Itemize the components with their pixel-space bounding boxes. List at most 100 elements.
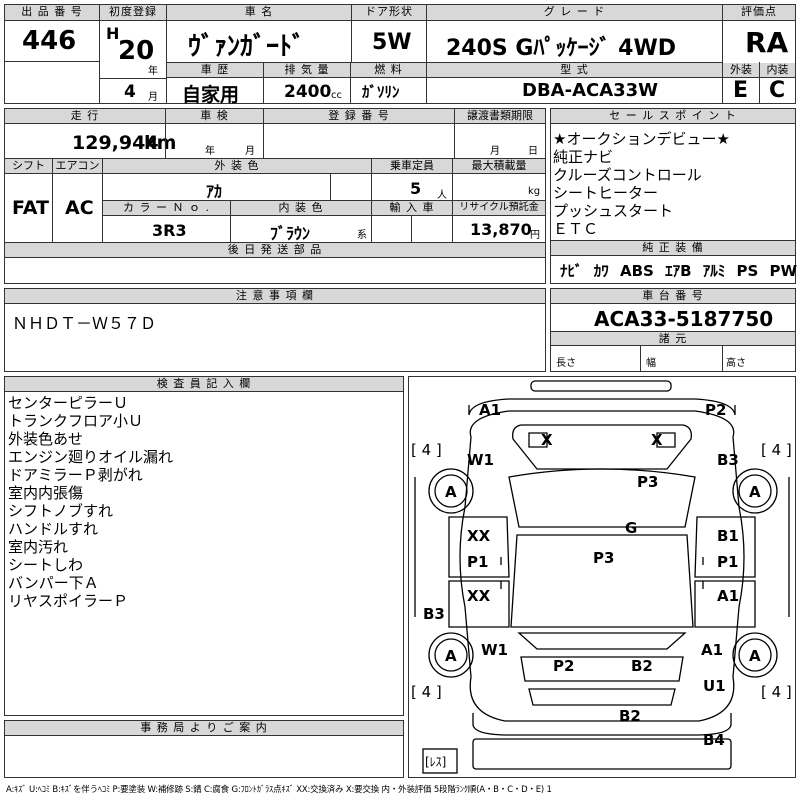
mark-wheel-fl: A [445, 483, 457, 501]
mark-xx-fl-door: XX [467, 527, 491, 545]
inspector-item: ドアミラーＰ剥がれ [8, 466, 143, 484]
capacity-label: 乗車定員 [372, 159, 452, 174]
inspector-item: バンパー下Ａ [8, 574, 99, 592]
header-block [4, 4, 796, 104]
sales-point-item: ＥＴＣ [553, 220, 599, 238]
mark-a1-rr-door: A1 [717, 587, 740, 605]
month-unit: 月 [148, 92, 158, 103]
chassis-block [550, 288, 796, 372]
recycle-value: 13,870 [470, 220, 532, 239]
mark-tire-rl: [ 4 ] [411, 683, 442, 701]
mark-a1-rear: A1 [701, 641, 724, 659]
equipment-item: PS [736, 262, 759, 280]
sales-point-item: ★オークションデビュー★ [553, 130, 730, 148]
car-outline [414, 380, 790, 774]
mark-b4-bumper: B4 [703, 731, 725, 749]
legend: A:ｷｽﾞ U:ﾍｺﾐ B:ｷｽﾞを伴うﾍｺﾐ P:要塗装 W:補修跡 S:錆 … [6, 785, 552, 795]
grade-label: グ レ ー ド [427, 5, 722, 21]
mark-w1-front: W1 [467, 451, 494, 469]
chassis-value: ACA33-5187750 [594, 307, 774, 331]
spec-block [4, 108, 546, 284]
shift-label: シフト [5, 159, 52, 174]
inspector-block [4, 376, 404, 716]
car-name: ｳﾞｧﾝｶﾞｰﾄﾞ [188, 32, 306, 62]
shift-value: FAT [12, 197, 49, 219]
ac-label: エアコン [53, 159, 102, 174]
inspector-item: 室内汚れ [8, 538, 69, 556]
import-label: 輸 入 車 [372, 201, 452, 216]
door-value: 5W [372, 30, 412, 55]
color-no-value: 3R3 [152, 221, 187, 240]
mileage-unit: km [144, 132, 177, 154]
height-label: 高さ [726, 358, 746, 369]
lot-number: 446 [22, 26, 77, 56]
inspector-item: シフトノブすれ [8, 502, 114, 520]
year-unit: 年 [148, 66, 158, 77]
model-label: 型 式 [427, 63, 722, 78]
displacement-label: 排 気 量 [264, 63, 350, 78]
score-label: 評価点 [723, 5, 795, 21]
mark-wheel-fr: A [749, 483, 761, 501]
mark-xx-rl-door: XX [467, 587, 491, 605]
transfer-month-unit: 月 [490, 146, 500, 157]
inspection-year-unit: 年 [205, 146, 215, 157]
later-parts-label: 後 日 発 送 部 品 [5, 243, 545, 258]
mark-p1-fr-door: P1 [717, 553, 739, 571]
mark-x-left: X [541, 431, 553, 449]
load-label: 最大積載量 [453, 159, 545, 174]
office-label: 事 務 局 よ り ご 案 内 [5, 721, 403, 736]
interior-color-label: 内 装 色 [231, 201, 371, 216]
car-diagram: A1 P2 [ 4 ] [ 4 ] W1 B3 X X A A P3 G P3 … [408, 376, 796, 778]
mark-a1-top: A1 [479, 401, 502, 419]
chassis-label: 車 台 番 号 [551, 289, 795, 304]
mark-g-glass: G [625, 519, 638, 537]
sales-points-block [550, 108, 796, 284]
mark-spare: [ﾚｽ] [425, 755, 447, 769]
inspector-item: エンジン廻りオイル漏れ [8, 448, 174, 466]
transfer-label: 譲渡書類期限 [455, 109, 545, 124]
mark-b2-rear: B2 [631, 657, 653, 675]
transfer-day-unit: 日 [528, 146, 538, 157]
mark-wheel-rr: A [749, 647, 761, 665]
interior-color-suffix: 系 [357, 230, 367, 241]
interior-value: C [769, 78, 786, 103]
fuel-value: ｶﾞｿﾘﾝ [362, 83, 400, 101]
interior-color-value: ﾌﾞﾗｳﾝ [270, 224, 311, 243]
mark-u1-rear: U1 [703, 677, 726, 695]
equipment-label: 純 正 装 備 [551, 241, 795, 256]
length-label: 長さ [556, 358, 576, 369]
lot-label: 出 品 番 号 [5, 5, 99, 21]
mark-x-right: X [651, 431, 663, 449]
year-value: 20 [118, 36, 155, 66]
inspector-item: ハンドルすれ [8, 520, 99, 538]
recycle-unit: 円 [530, 230, 540, 241]
mileage-value: 129,944 [72, 132, 159, 154]
inspector-item: リヤスポイラーＰ [8, 592, 129, 610]
history-label: 車 歴 [167, 63, 263, 78]
grade-value: 240S Gﾊﾟｯｹｰｼﾞ 4WD [446, 36, 676, 61]
inspector-item: トランクフロア小Ｕ [8, 412, 144, 430]
equipment-list: ﾅﾋﾞ ｶﾜ ABS ｴｱB ｱﾙﾐ PS PW [560, 260, 797, 281]
capacity-unit: 人 [437, 190, 447, 201]
equipment-item: ﾅﾋﾞ [560, 262, 583, 280]
equipment-item: ｱﾙﾐ [702, 262, 726, 280]
displacement-unit: cc [331, 90, 342, 101]
sales-point-item: クルーズコントロール [553, 166, 702, 184]
mark-wheel-rl: A [445, 647, 457, 665]
inspector-list: センターピラーＵ トランクフロア小Ｕ 外装色あせ エンジン廻りオイル漏れ ドアミ… [8, 394, 173, 610]
mark-p2-rear: P2 [553, 657, 575, 675]
mileage-label: 走 行 [5, 109, 165, 124]
inspector-item: シートしわ [8, 556, 84, 574]
sales-point-item: シートヒーター [553, 184, 659, 202]
sales-points-list: ★オークションデビュー★ 純正ナビ クルーズコントロール シートヒーター プッシ… [553, 130, 730, 238]
model-value: DBA-ACA33W [522, 80, 659, 101]
capacity-value: 5 [410, 179, 422, 198]
inspector-item: 外装色あせ [8, 430, 84, 448]
month-value: 4 [124, 82, 136, 102]
mark-tire-fl: [ 4 ] [411, 441, 442, 459]
equipment-item: ｴｱB [665, 262, 692, 280]
color-no-label: カ ラ ー Ｎ ｏ . [103, 201, 230, 216]
mark-tire-rr: [ 4 ] [761, 683, 792, 701]
sales-point-item: 純正ナビ [553, 148, 614, 166]
displacement-value: 2400 [284, 82, 332, 102]
